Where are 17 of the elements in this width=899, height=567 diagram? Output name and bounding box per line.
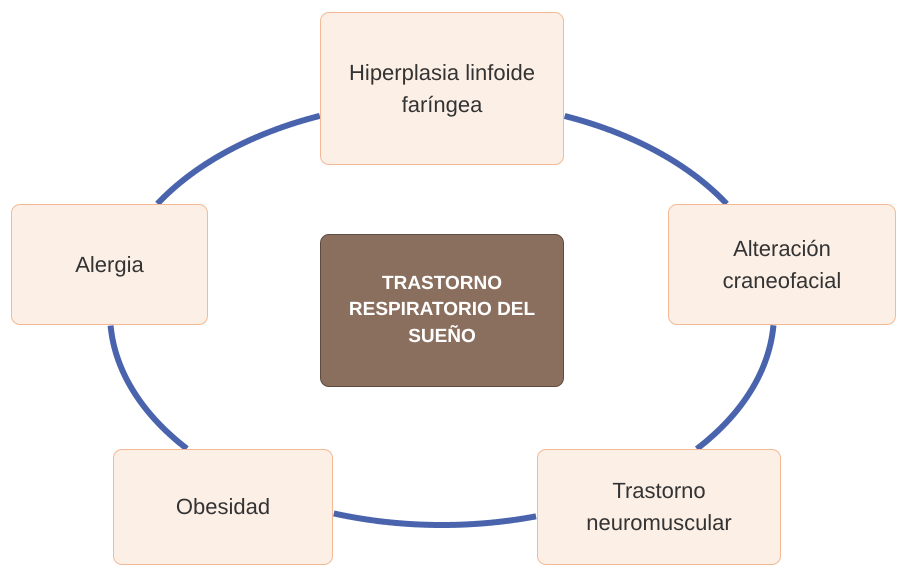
factor-label: Hiperplasia linfoide faríngea	[348, 58, 536, 119]
factor-box	[113, 449, 333, 565]
ring-connector	[154, 112, 322, 206]
central-box	[320, 234, 564, 387]
factor-label: Obesidad	[174, 493, 272, 522]
ring-connector	[562, 113, 730, 206]
factor-label: Alergia	[74, 250, 145, 279]
central-label: TRASTORNO RESPIRATORIO DEL SUEÑO	[348, 272, 536, 349]
ring-connector	[694, 322, 776, 452]
factor-box	[11, 204, 208, 325]
ring-connector	[108, 323, 190, 452]
factor-box	[320, 12, 564, 165]
factor-box	[537, 449, 781, 565]
factor-label: Trastorno neuromuscular	[585, 477, 733, 537]
factor-label: Alteración craneofacial	[722, 234, 842, 294]
factor-box	[668, 204, 896, 325]
ring-connector	[332, 510, 538, 528]
